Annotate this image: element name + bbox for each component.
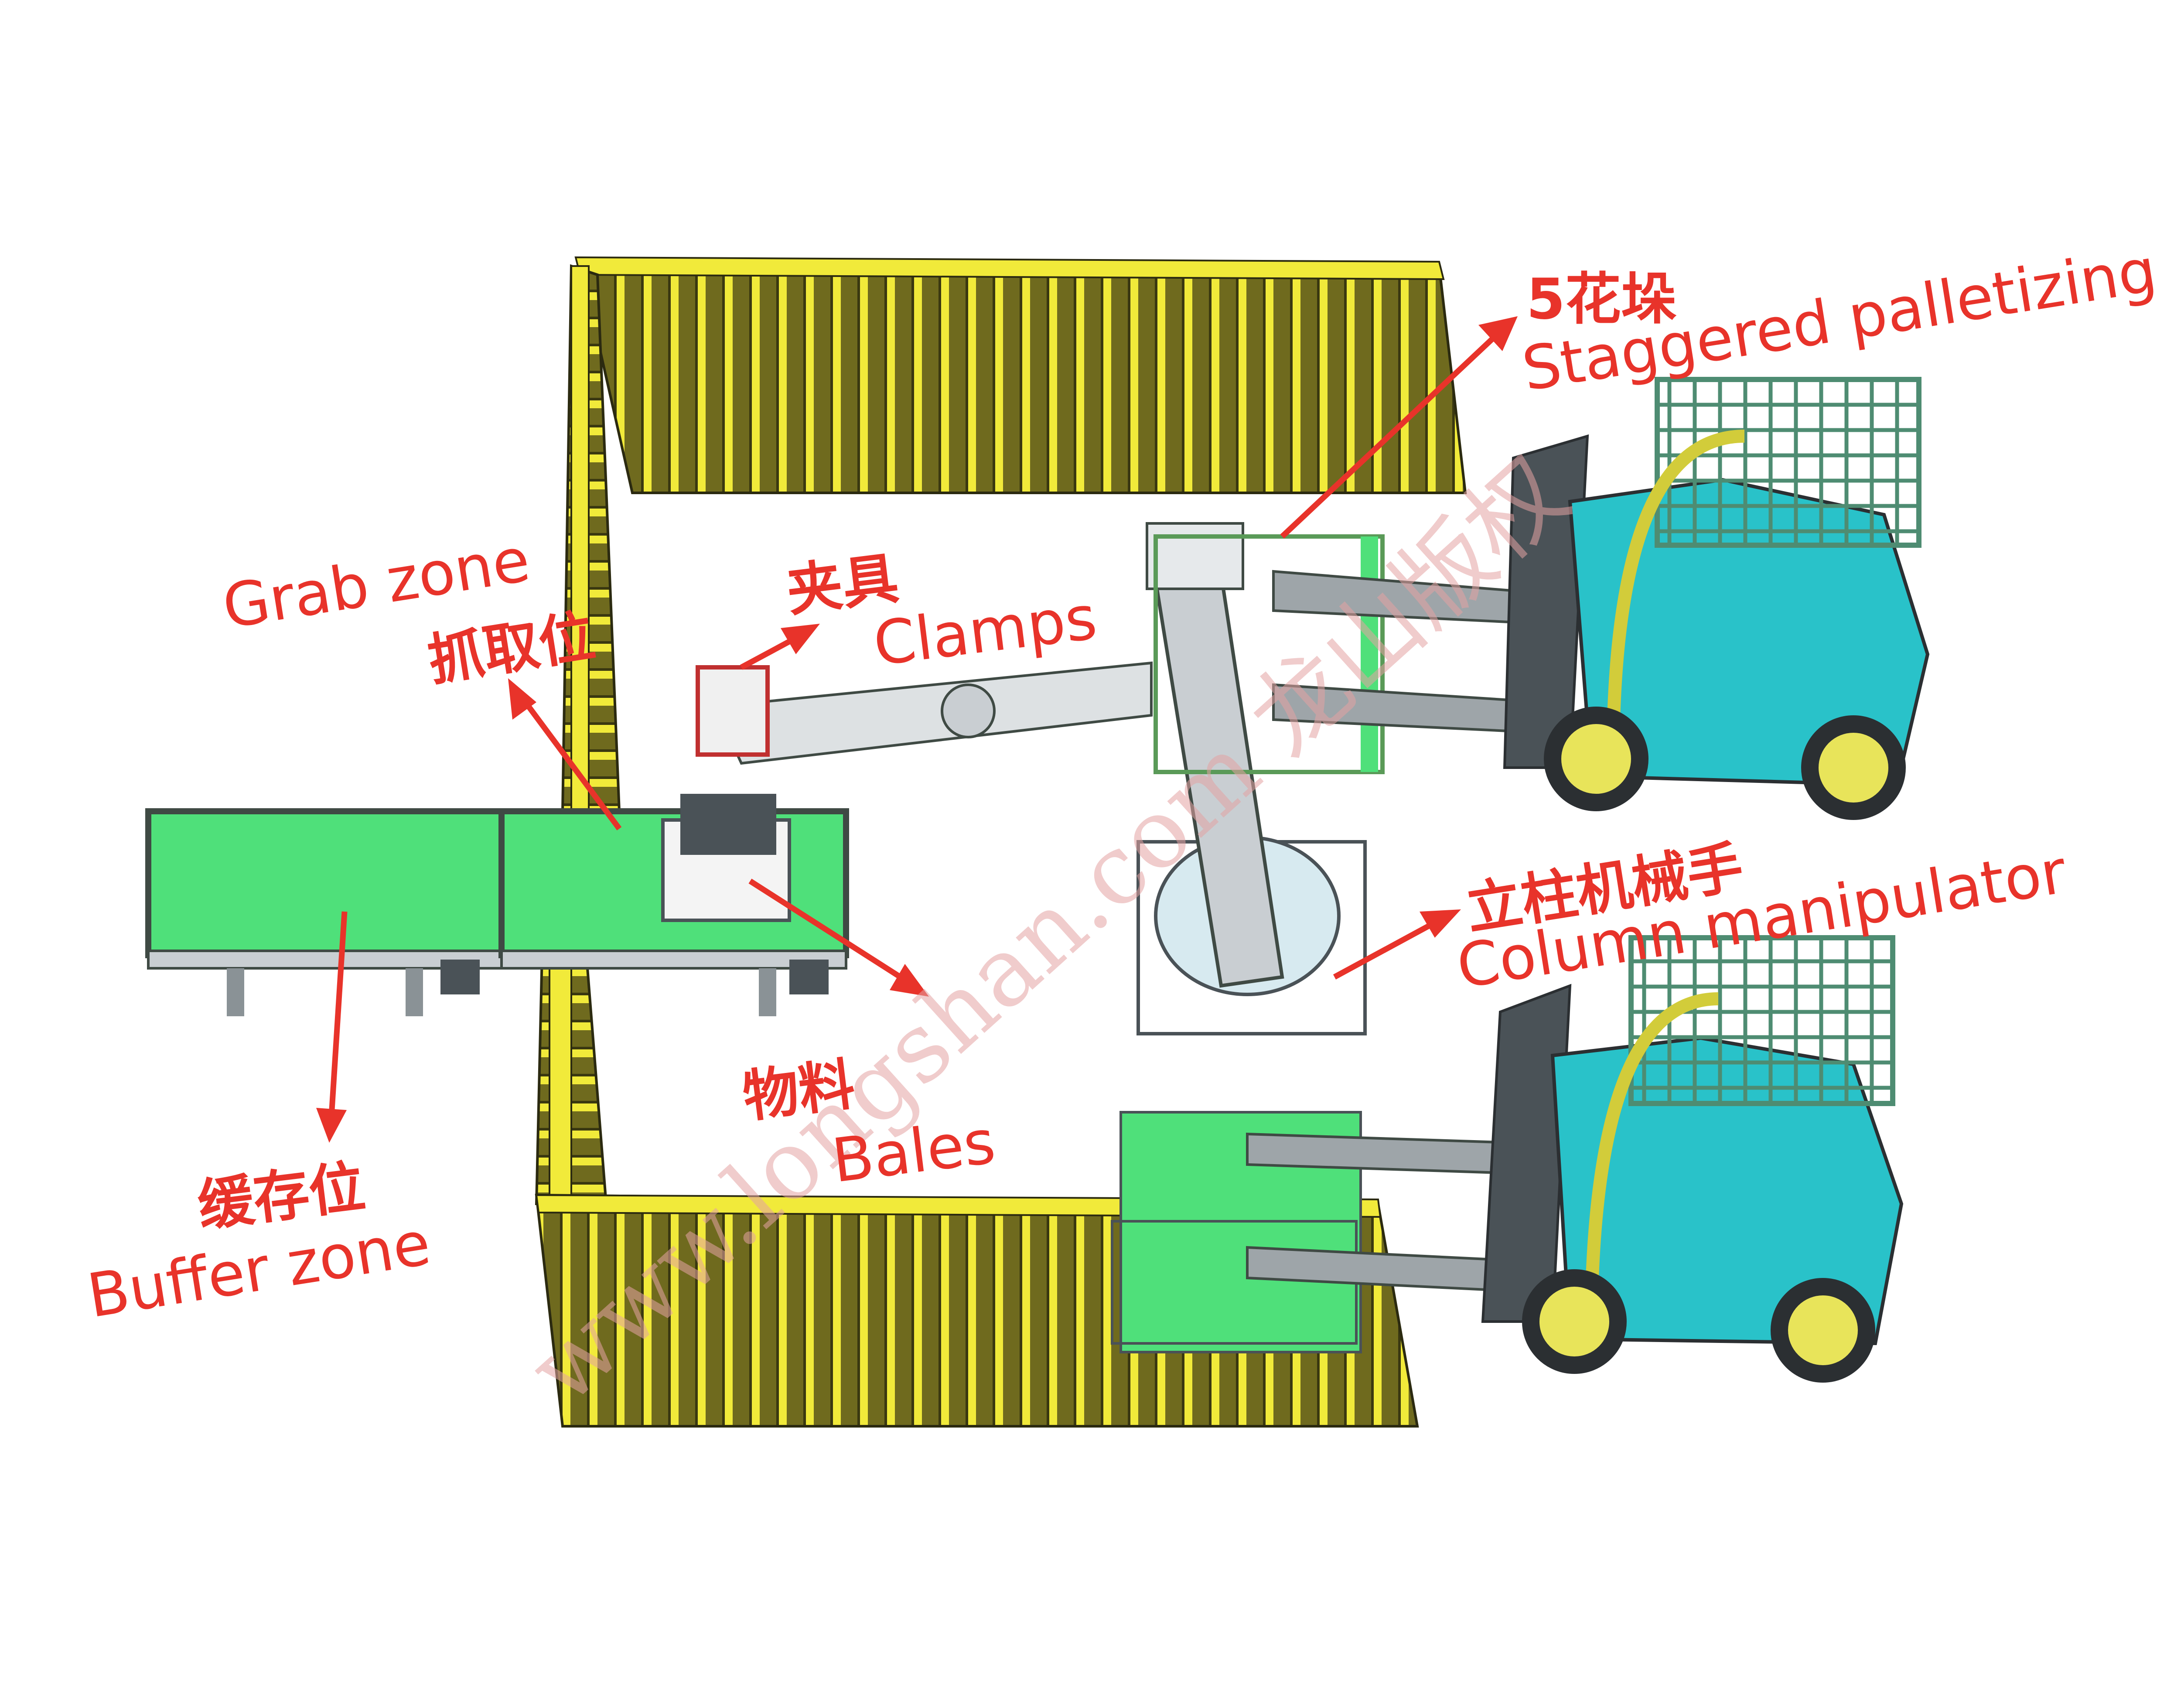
fence-top-frame — [574, 256, 1445, 280]
fence-top — [578, 260, 1467, 494]
forklift-upper — [1272, 377, 1930, 820]
robot-arm — [713, 661, 1153, 765]
buffer-conveyor — [145, 808, 505, 958]
arrow-icon — [740, 634, 800, 670]
arrow-icon — [1333, 918, 1441, 980]
arrow-icon — [328, 911, 348, 1117]
label-bales-cn: 物料 — [740, 1052, 858, 1130]
forklift-lower — [1246, 935, 1904, 1383]
clamp — [696, 665, 770, 757]
conveyor-line — [145, 808, 849, 1016]
arrow-icon — [516, 692, 622, 830]
arrow-icon — [748, 878, 909, 984]
label-clamps-cn: 夹具 — [783, 546, 902, 624]
label-clamps-en: Clamps — [870, 582, 1100, 679]
column-manipulator — [680, 522, 1385, 1035]
arrows — [316, 316, 1518, 1143]
arrow-icon — [1280, 329, 1502, 539]
label-staggered-cn: 5花垛 — [1526, 267, 1677, 332]
